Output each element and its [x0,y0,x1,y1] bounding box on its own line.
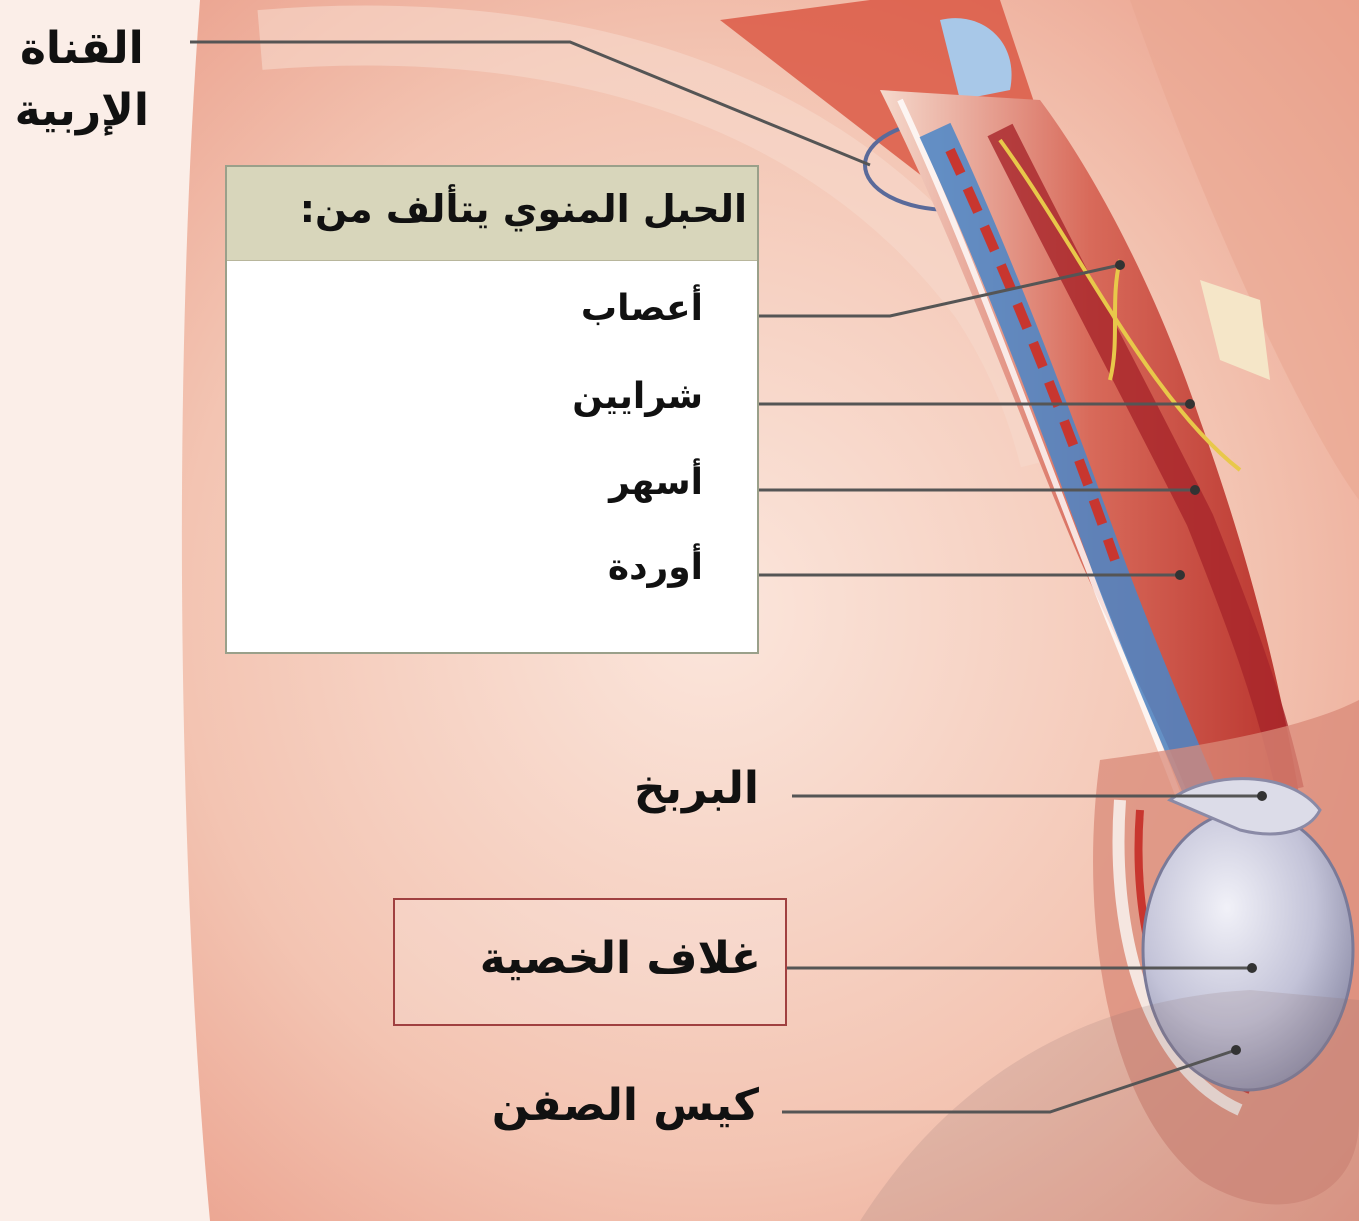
nerves-label: أعصاب [581,288,703,329]
vas-deferens-label: أسهر [609,462,703,503]
inguinal-canal-line2: الإربية [15,80,149,142]
scrotum-label: كيس الصفن [492,1080,759,1131]
inguinal-canal-line1: القناة [15,18,149,80]
testis-sheath-label: غلاف الخصية [480,933,761,984]
spermatic-cord-title: الحبل المنوي يتألف من: [300,187,747,231]
spermatic-cord-header: الحبل المنوي يتألف من: [227,167,757,261]
veins-label: أوردة [608,547,703,588]
arteries-label: شرايين [572,376,703,417]
inguinal-canal-label: القناة الإربية [15,18,149,142]
epididymis-label: البربخ [634,763,759,814]
